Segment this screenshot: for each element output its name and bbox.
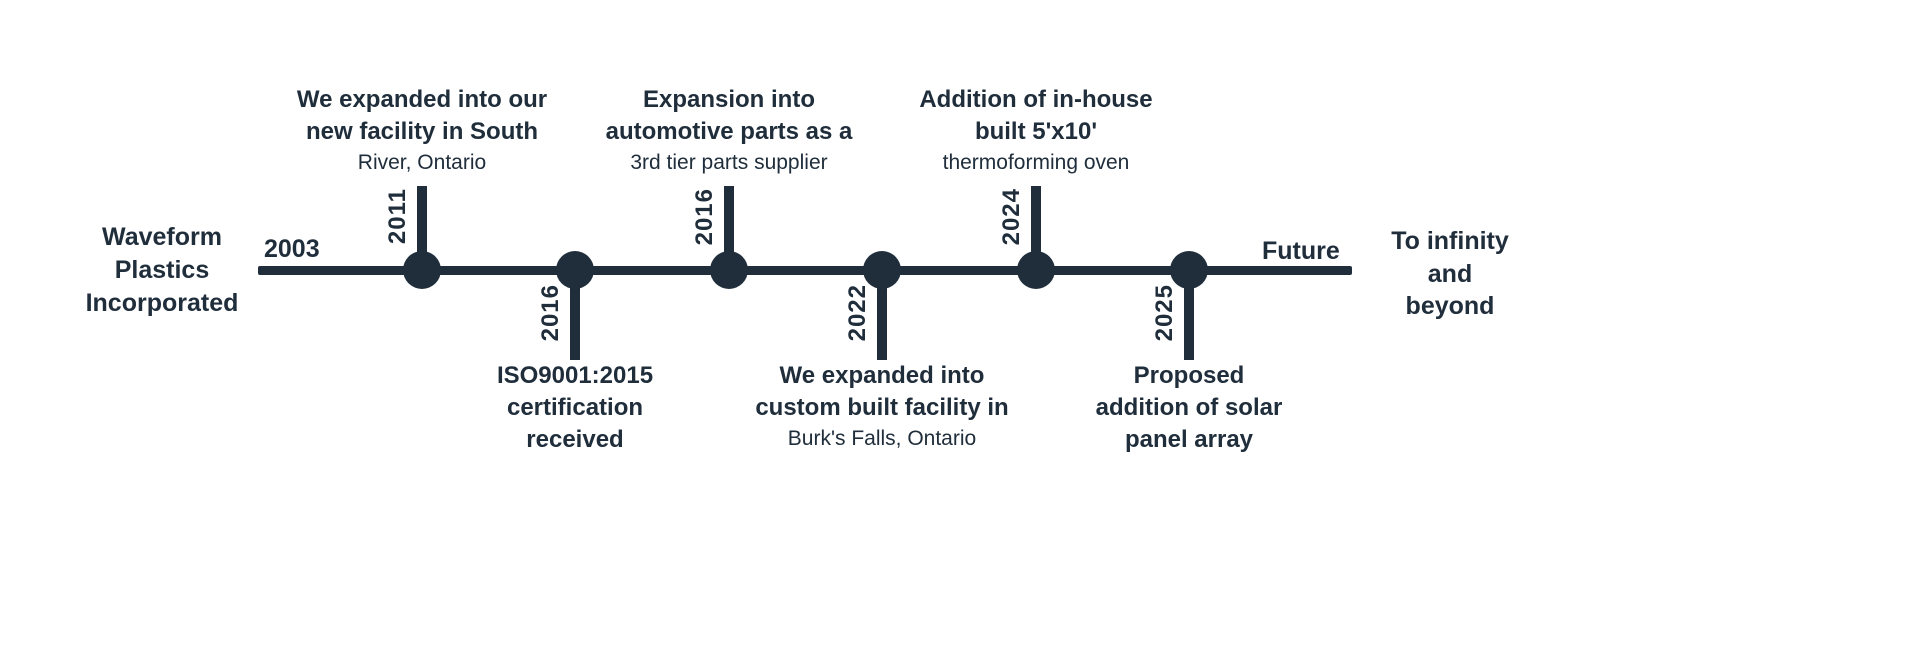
event-description: We expanded into custom built facility i… xyxy=(727,360,1037,453)
event-node xyxy=(863,251,901,289)
event-node xyxy=(1017,251,1055,289)
event-subtitle: Burk's Falls, Ontario xyxy=(787,426,977,450)
event-year: 2025 xyxy=(1151,284,1178,342)
event-subtitle: River, Ontario xyxy=(357,150,487,174)
event-connector xyxy=(1031,186,1041,276)
event-subtitle: thermoforming oven xyxy=(942,150,1130,174)
event-year: 2011 xyxy=(384,188,411,245)
timeline-end-label: Future xyxy=(1262,237,1340,265)
event-title: We expanded into our new facility in Sou… xyxy=(296,86,548,145)
event-title: ISO9001:2015 certification received xyxy=(496,362,654,453)
timeline-start-year: 2003 xyxy=(264,235,320,263)
event-year: 2024 xyxy=(998,188,1025,246)
event-year: 2016 xyxy=(691,188,718,246)
event-node xyxy=(1170,251,1208,289)
timeline-axis xyxy=(258,266,1352,275)
event-node xyxy=(403,251,441,289)
event-connector xyxy=(877,270,887,360)
event-connector xyxy=(417,186,427,276)
event-connector xyxy=(1184,270,1194,360)
event-description: We expanded into our new facility in Sou… xyxy=(267,84,577,177)
event-year: 2022 xyxy=(844,284,871,342)
company-label: Waveform Plastics Incorporated xyxy=(85,223,239,317)
event-connector xyxy=(570,270,580,360)
event-title: Addition of in-house built 5'x10' xyxy=(919,86,1153,145)
event-node xyxy=(710,251,748,289)
event-subtitle: 3rd tier parts supplier xyxy=(630,150,828,174)
event-connector xyxy=(724,186,734,276)
event-description: Addition of in-house built 5'x10' thermo… xyxy=(881,84,1191,177)
event-year: 2016 xyxy=(537,284,564,342)
event-description: ISO9001:2015 certification received xyxy=(420,360,730,456)
event-node xyxy=(556,251,594,289)
event-title: Proposed addition of solar panel array xyxy=(1095,362,1283,453)
event-title: We expanded into custom built facility i… xyxy=(755,362,1009,421)
event-title: Expansion into automotive parts as a xyxy=(605,86,853,145)
event-description: Expansion into automotive parts as a 3rd… xyxy=(574,84,884,177)
timeline-outro-label: To infinity and beyond xyxy=(1391,227,1509,320)
event-description: Proposed addition of solar panel array xyxy=(1034,360,1344,456)
